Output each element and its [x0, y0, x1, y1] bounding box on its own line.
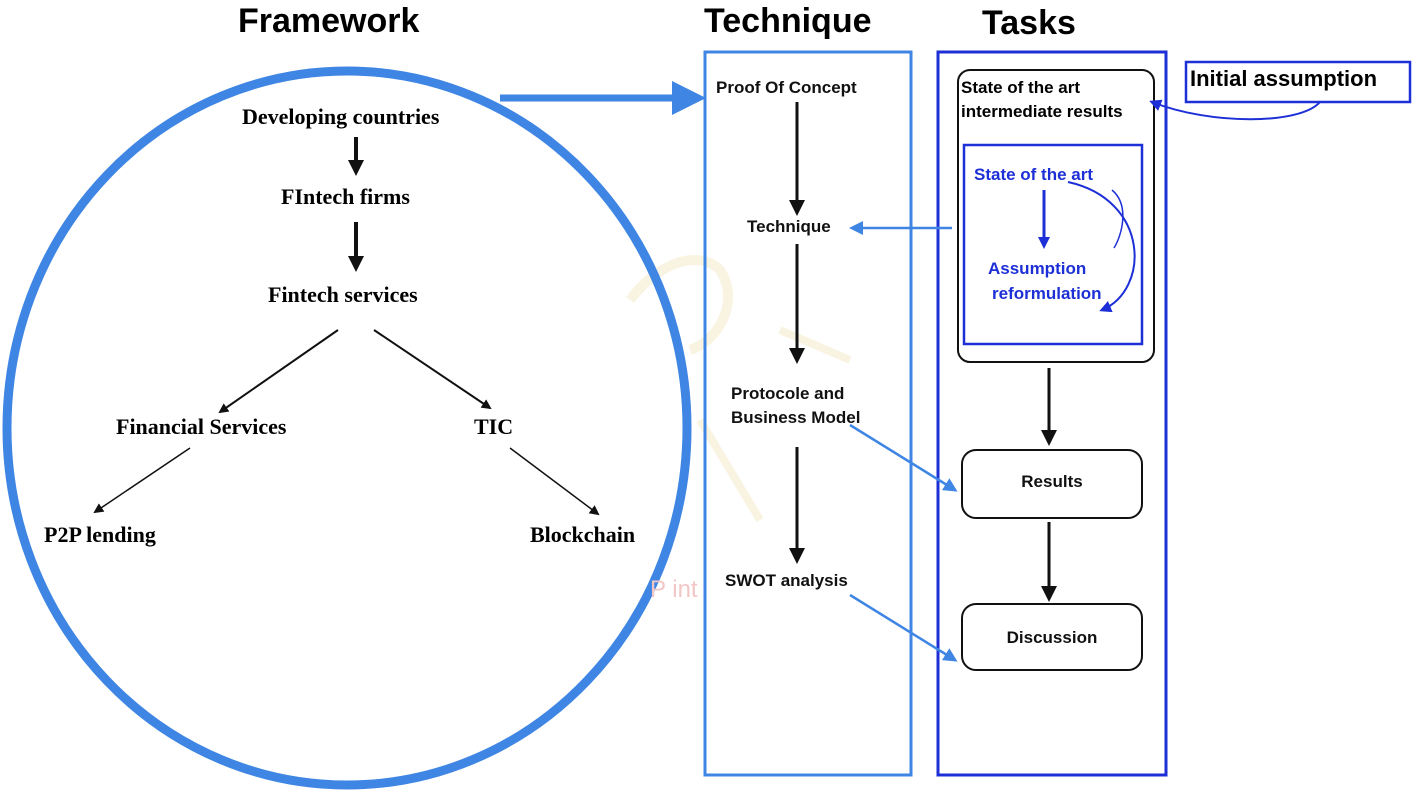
- tasks-heading: Tasks: [982, 4, 1076, 42]
- technique-column-box: [703, 50, 913, 777]
- protocole-label-line2: Business Model: [731, 408, 861, 427]
- technique-heading: Technique: [704, 2, 872, 40]
- arrow-initial-to-state: [1149, 99, 1321, 121]
- swot-analysis-label: SWOT analysis: [725, 571, 848, 590]
- discussion-box: [961, 603, 1143, 671]
- results-box: [961, 449, 1143, 519]
- framework-heading: Framework: [238, 2, 420, 40]
- results-label: Results: [1021, 472, 1083, 491]
- state-box-title-line2: intermediate results: [961, 102, 1123, 121]
- tasks-column-box: [936, 50, 1168, 777]
- tic-label: TIC: [474, 414, 514, 439]
- fintech-services-label: Fintech services: [268, 282, 418, 307]
- protocole-label-line1: Protocole and: [731, 384, 845, 403]
- p2p-lending-label: P2P lending: [44, 522, 156, 547]
- assumption-label-line1: Assumption: [988, 259, 1087, 278]
- proof-of-concept-label: Proof Of Concept: [716, 78, 857, 97]
- inner-assumption-box: [962, 143, 1144, 346]
- watermark-shape: [626, 255, 852, 523]
- arrow-protocole-to-results: [849, 423, 958, 492]
- arrow-services-to-financial: [218, 329, 339, 414]
- arrow-financial-to-p2p: [93, 447, 191, 514]
- loop-arrow-inner: [1111, 189, 1124, 249]
- arrow-tic-to-blockchain: [509, 447, 600, 516]
- blockchain-label: Blockchain: [530, 522, 636, 547]
- financial-services-label: Financial Services: [116, 414, 287, 439]
- loop-arrow: [1067, 181, 1136, 313]
- framework-circle: [2, 66, 692, 790]
- arrow-swot-to-discussion: [849, 593, 958, 662]
- arrow-services-to-tic: [373, 329, 492, 410]
- inner-state-label: State of the art: [974, 165, 1094, 184]
- watermark-text: P int: [650, 576, 698, 603]
- technique-step-label: Technique: [747, 217, 831, 236]
- discussion-label: Discussion: [1006, 628, 1098, 647]
- fintech-firms-label: FIntech firms: [281, 184, 410, 209]
- initial-assumption-label: Initial assumption: [1190, 66, 1378, 91]
- state-box-title-line1: State of the art: [961, 78, 1081, 97]
- assumption-label-line2: reformulation: [992, 284, 1102, 303]
- state-of-art-box: [957, 69, 1155, 363]
- initial-assumption-box: [1184, 60, 1412, 104]
- developing-countries-label: Developing countries: [242, 104, 440, 129]
